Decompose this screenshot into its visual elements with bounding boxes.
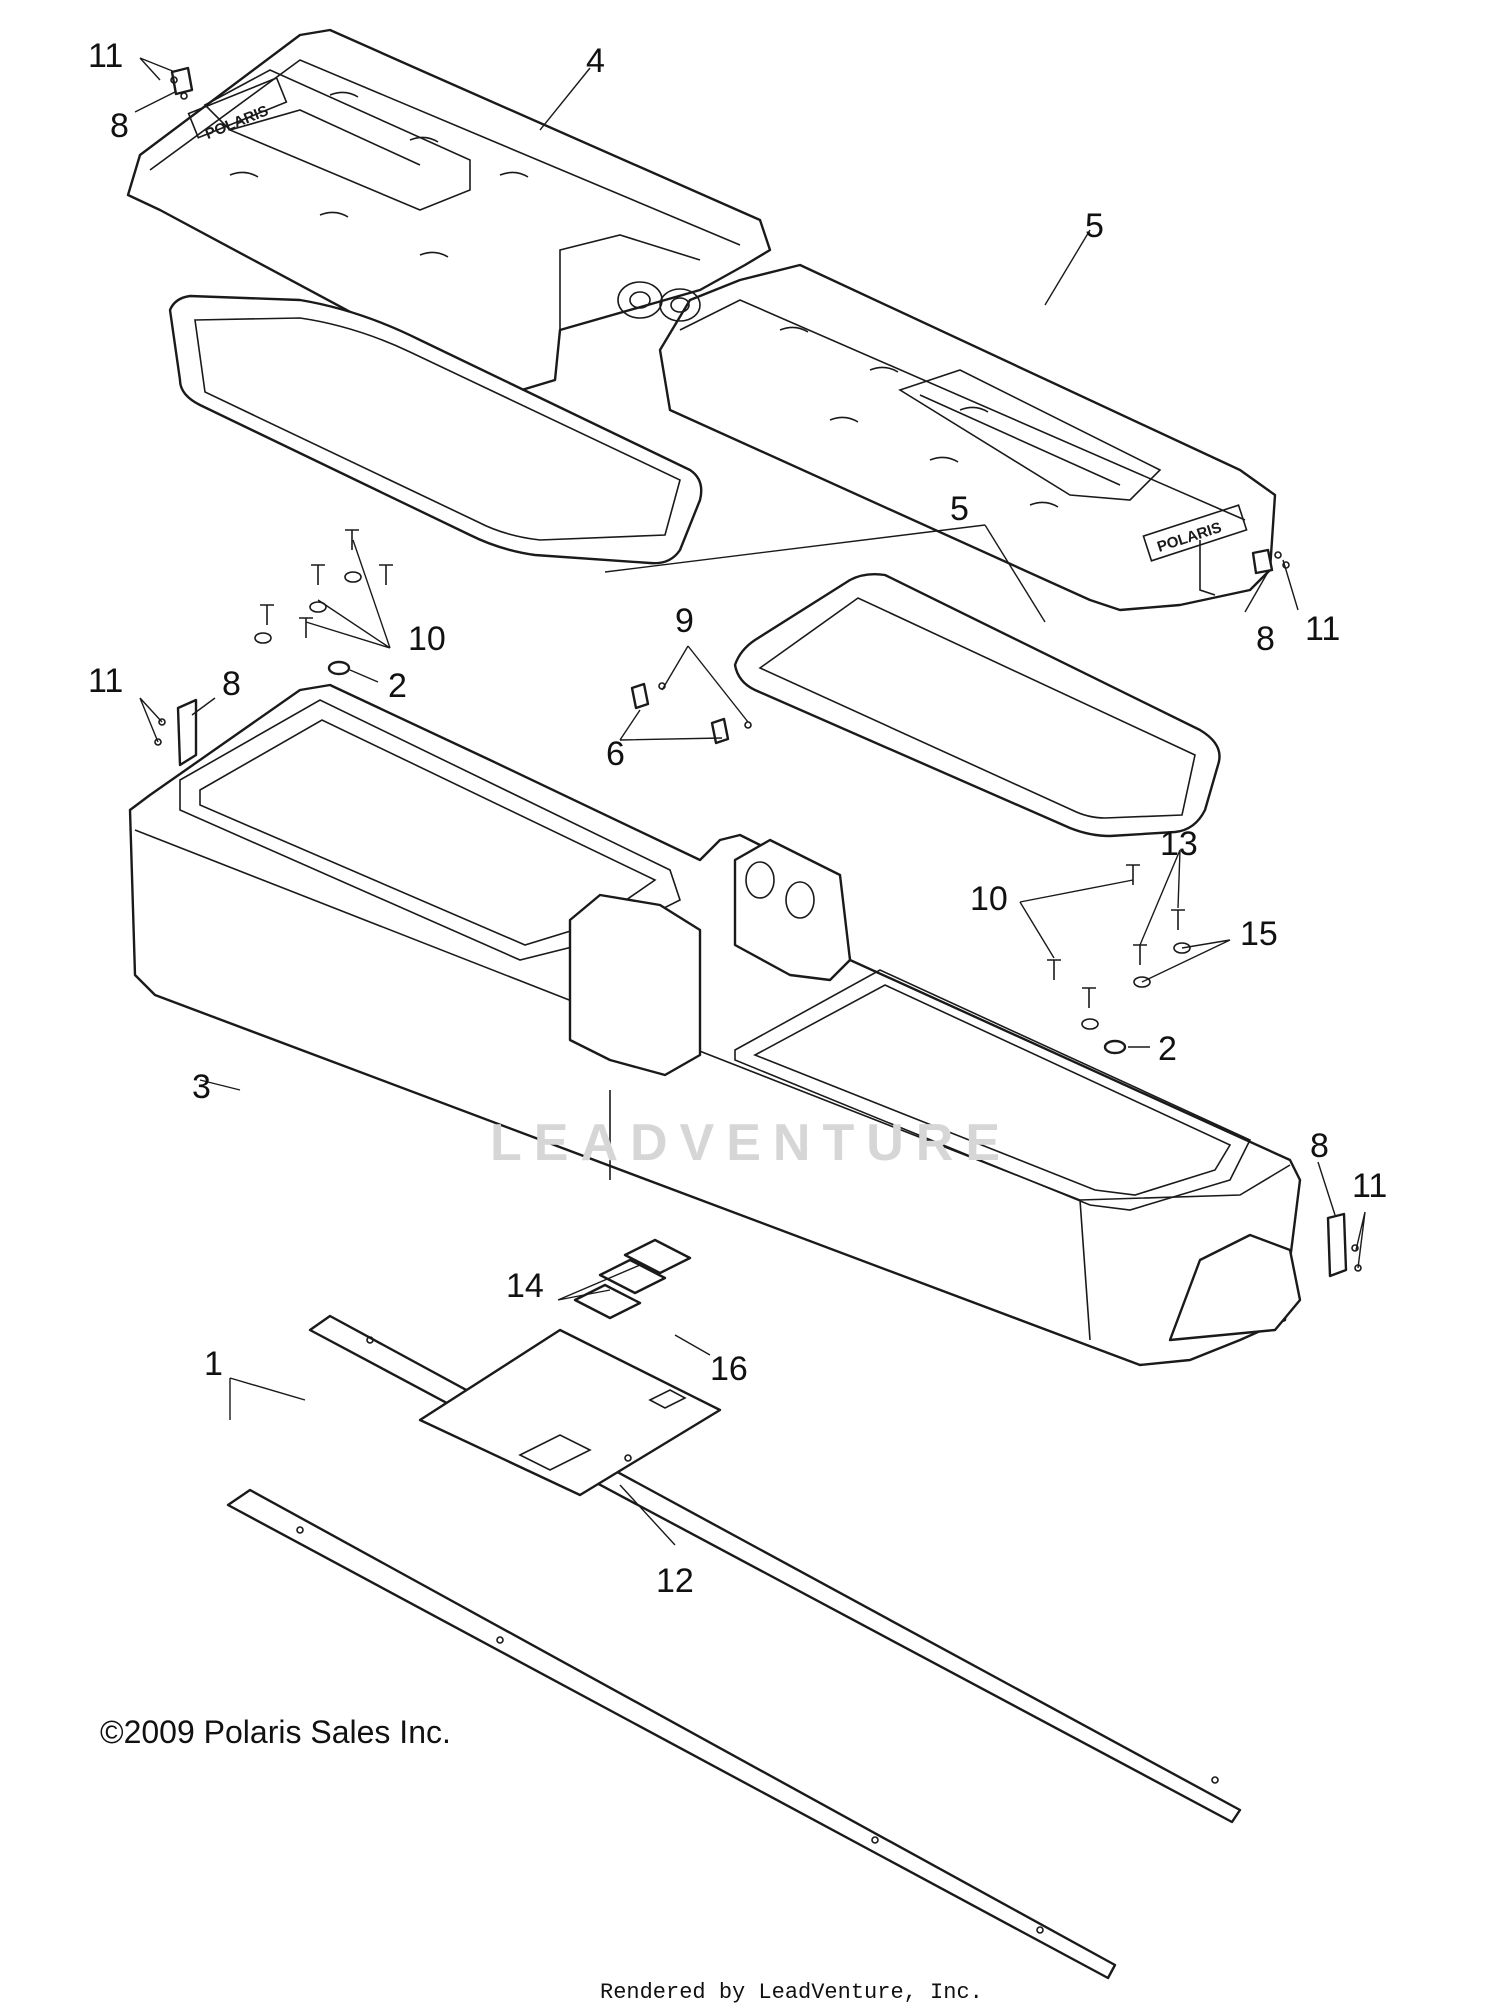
callout-label: 10 — [970, 880, 1008, 918]
footer-credit: Rendered by LeadVenture, Inc. — [600, 1980, 983, 2005]
callout-label: 10 — [408, 620, 446, 658]
callout-label: 11 — [1352, 1167, 1387, 1205]
callout-label: 8 — [222, 665, 241, 703]
callout-label: 14 — [506, 1267, 544, 1305]
callout-label: 5 — [950, 490, 969, 528]
callout-label: 5 — [1085, 207, 1104, 245]
right-lid-seal — [733, 572, 1221, 838]
watermark: LEADVENTURE — [490, 1114, 1012, 1172]
callout-label: 8 — [110, 107, 129, 145]
mounting-rails — [226, 1314, 1242, 1980]
callout-label: 11 — [1305, 610, 1340, 648]
callout-label: 13 — [1160, 825, 1198, 863]
callout-label: 4 — [586, 42, 605, 80]
warning-decal — [418, 1328, 722, 1497]
right-lid: POLARIS — [658, 263, 1277, 612]
storage-box — [128, 683, 1302, 1367]
callout-label: 3 — [192, 1068, 211, 1106]
callout-label: 9 — [675, 602, 694, 640]
callout-label: 16 — [710, 1350, 748, 1388]
callout-label: 8 — [1310, 1127, 1329, 1165]
callout-labels: 11 8 4 5 10 2 8 11 11 8 5 9 6 10 13 15 2… — [88, 37, 1387, 1600]
callout-label: 12 — [656, 1562, 694, 1600]
left-lid: POLARIS — [126, 28, 772, 397]
copyright: ©2009 Polaris Sales Inc. — [100, 1714, 451, 1750]
callout-label: 11 — [88, 37, 123, 75]
small-decals — [573, 1238, 692, 1320]
callout-label: 6 — [606, 735, 625, 773]
left-lid-seal — [168, 294, 703, 565]
callout-label: 11 — [88, 662, 123, 700]
callout-label: 2 — [388, 667, 407, 705]
callout-label: 1 — [204, 1345, 223, 1383]
callout-label: 2 — [1158, 1030, 1177, 1068]
callout-label: 15 — [1240, 915, 1278, 953]
leader-lines — [134, 57, 1366, 1546]
callout-label: 8 — [1256, 620, 1275, 658]
